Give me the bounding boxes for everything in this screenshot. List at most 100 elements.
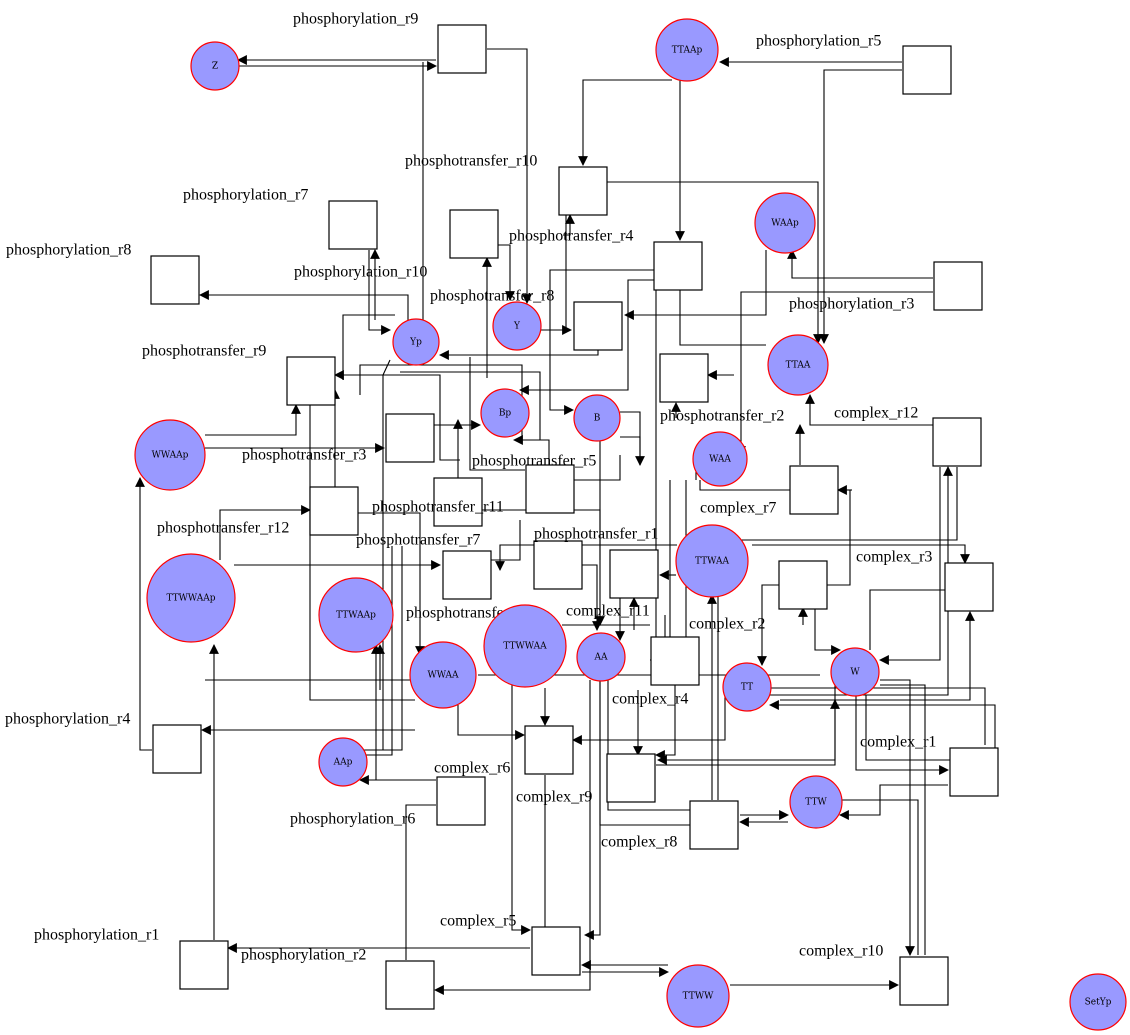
species-label-setyp: SetYp [1085,998,1112,1008]
reaction-label-phosphorylation-r10: phosphorylation_r10 [294,264,427,281]
species-node-bp[interactable] [480,388,530,438]
species-label-ttww: TTWW [683,992,714,1002]
reaction-node-phosphorylation-r1[interactable] [179,940,229,990]
species-label-yp: Yp [409,338,422,348]
reaction-node-phosphotransfer-r11[interactable] [433,477,483,527]
reaction-node-phosphotransfer-r9[interactable] [286,356,336,406]
reaction-label-phosphotransfer-r2: phosphotransfer_r2 [660,408,784,425]
reaction-label-complex-r4: complex_r4 [612,691,688,708]
reaction-node-complex-r11[interactable] [609,549,659,599]
reaction-node-phosphorylation-r5[interactable] [902,45,952,95]
reaction-node-complex-r5[interactable] [531,926,581,976]
species-node-wwaa[interactable] [409,641,477,709]
reaction-label-phosphotransfer-r9: phosphotransfer_r9 [142,343,266,360]
species-label-aa: AA [594,653,608,663]
reaction-node-phosphorylation-r8[interactable] [150,255,200,305]
reaction-node-complex-r6[interactable] [524,725,574,775]
species-label-bp: Bp [499,409,512,419]
reaction-node-phosphorylation-r3[interactable] [933,261,983,311]
species-node-ttaa[interactable] [767,334,829,396]
reaction-node-complex-r3[interactable] [944,562,994,612]
reactions-layer: phosphorylation_r9phosphorylation_r5phos… [5,11,999,1010]
reaction-node-complex-r9[interactable] [606,753,656,803]
species-node-tt[interactable] [722,662,772,712]
reaction-node-phosphorylation-r6[interactable] [436,776,486,826]
reaction-label-complex-r12: complex_r12 [834,405,918,422]
reaction-label-phosphotransfer-r8: phosphotransfer_r8 [430,288,554,305]
reaction-label-phosphorylation-r6: phosphorylation_r6 [290,811,415,828]
reaction-node-complex-r2[interactable] [778,560,828,610]
reaction-node-phosphorylation-r9[interactable] [437,24,487,74]
reaction-node-phosphotransfer-r3[interactable] [385,413,435,463]
reaction-label-complex-r10: complex_r10 [799,943,883,960]
species-node-waap[interactable] [754,192,816,254]
reaction-label-complex-r3: complex_r3 [856,549,932,566]
reaction-node-phosphotransfer-r8[interactable] [573,301,623,351]
reaction-label-phosphorylation-r3: phosphorylation_r3 [789,296,914,313]
species-label-ttwaa: TTWAA [695,557,729,567]
reaction-node-complex-r4[interactable] [650,636,700,686]
reaction-label-phosphotransfer-r11: phosphotransfer_r11 [372,499,504,516]
reaction-label-phosphorylation-r4: phosphorylation_r4 [5,711,130,728]
species-node-ttwwaap[interactable] [146,553,236,643]
species-node-ttaap[interactable] [655,18,719,82]
species-node-ttwaap[interactable] [318,577,394,653]
species-node-aap[interactable] [318,737,368,787]
reaction-label-complex-r8: complex_r8 [601,834,677,851]
species-label-ttw: TTW [805,798,827,808]
reaction-node-complex-r10[interactable] [899,956,949,1006]
species-node-y[interactable] [492,301,542,351]
species-node-yp[interactable] [392,318,440,366]
species-node-wwaap[interactable] [134,419,206,491]
reaction-node-phosphorylation-r2[interactable] [385,960,435,1010]
species-label-ttwaap: TTWAAp [336,611,376,621]
edges [135,48,996,995]
species-node-ttww[interactable] [666,964,730,1028]
reaction-node-complex-r12[interactable] [932,417,982,467]
species-label-z: Z [212,62,218,72]
reaction-node-phosphotransfer-r10[interactable] [558,166,608,216]
species-label-ttwwaa: TTWWAA [503,642,547,652]
species-node-ttwwaa[interactable] [483,604,567,688]
species-label-waap: WAAp [771,219,799,229]
reaction-label-complex-r9: complex_r9 [516,789,592,806]
reaction-label-phosphotransfer-r1: phosphotransfer_r1 [534,526,658,543]
species-node-ttwaa[interactable] [675,524,749,598]
species-node-z[interactable] [190,41,240,91]
reaction-node-phosphorylation-r4[interactable] [152,724,202,774]
reaction-label-phosphotransfer-r10: phosphotransfer_r10 [405,153,537,170]
reaction-node-phosphotransfer-r1[interactable] [533,540,583,590]
reaction-label-phosphotransfer-r5: phosphotransfer_r5 [472,453,596,470]
species-node-w[interactable] [830,647,880,697]
species-label-wwaa: WWAA [427,671,459,681]
reaction-node-phosphotransfer-r2[interactable] [659,353,709,403]
species-node-waa[interactable] [692,431,748,487]
reaction-node-phosphotransfer-r7[interactable] [442,550,492,600]
species-node-setyp[interactable] [1069,973,1127,1031]
species-node-b[interactable] [573,394,621,442]
species-node-ttw[interactable] [789,775,843,829]
reaction-node-phosphorylation-r7[interactable] [328,200,378,250]
species-node-aa[interactable] [576,632,626,682]
reaction-node-phosphotransfer-r12[interactable] [309,486,359,536]
reaction-node-phosphotransfer-r5[interactable] [525,464,575,514]
reaction-label-phosphotransfer-r12: phosphotransfer_r12 [157,520,289,537]
reaction-node-phosphotransfer-r4[interactable] [653,241,703,291]
reaction-node-complex-r1[interactable] [949,747,999,797]
species-label-waa: WAA [709,455,731,465]
species-label-y: Y [513,322,521,332]
reaction-label-phosphorylation-r1: phosphorylation_r1 [34,927,159,944]
reaction-node-complex-r7[interactable] [789,465,839,515]
species-label-tt: TT [741,683,753,693]
reaction-label-complex-r5: complex_r5 [440,913,516,930]
species-label-aap: AAp [333,758,353,768]
species-label-b: B [594,414,601,424]
reaction-label-phosphotransfer-r3: phosphotransfer_r3 [242,447,366,464]
reaction-label-phosphorylation-r7: phosphorylation_r7 [183,187,308,204]
reaction-node-phosphorylation-r10[interactable] [449,209,499,259]
species-label-wwaap: WWAAp [152,451,189,461]
reaction-node-complex-r8[interactable] [689,800,739,850]
